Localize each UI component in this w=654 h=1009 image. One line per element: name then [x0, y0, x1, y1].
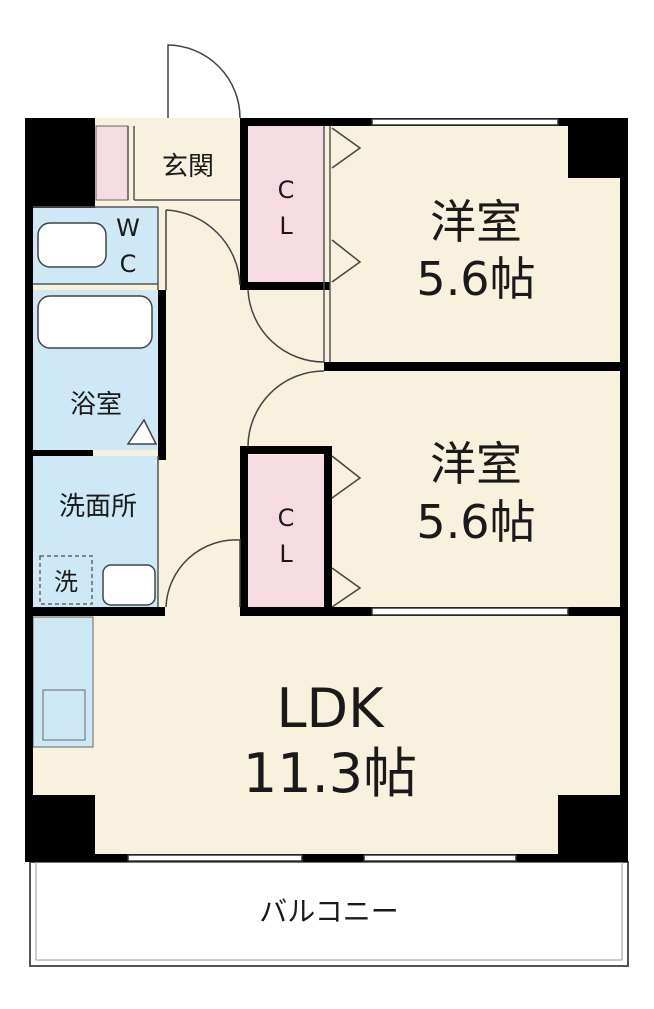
door-swings — [165, 44, 325, 608]
toilet-icon — [37, 222, 107, 268]
room-ldk-name: LDK — [276, 677, 385, 740]
closet-2-area — [248, 455, 324, 607]
closet-1-label-l: L — [279, 212, 293, 240]
bathtub-icon — [37, 295, 153, 349]
room-western-2-size: 5.6帖 — [416, 495, 535, 549]
room-western-1-size: 5.6帖 — [416, 252, 535, 306]
closet-door-marks — [331, 127, 362, 608]
walls — [25, 118, 628, 862]
wc-label-w: W — [116, 214, 140, 242]
bath-drain-icon — [126, 418, 158, 445]
balcony-area — [29, 861, 629, 967]
entrance-label: 玄関 — [162, 152, 214, 182]
wc-label-c: C — [120, 250, 137, 278]
room-western-1-name: 洋室 — [430, 195, 522, 249]
closet-2-label-c: C — [278, 504, 295, 532]
washroom-label: 洗面所 — [59, 492, 137, 522]
closet-2-label-l: L — [279, 540, 293, 568]
entrance-genkan — [95, 125, 129, 201]
room-ldk-size: 11.3帖 — [243, 742, 417, 805]
bath-label: 浴室 — [70, 390, 122, 420]
washbasin-icon — [102, 564, 156, 606]
closet-1-area — [248, 126, 324, 282]
balcony-label: バルコニー — [259, 895, 398, 928]
thin-partitions — [33, 126, 331, 607]
washer-space-icon — [39, 555, 93, 605]
windows — [127, 118, 569, 862]
closet-1-label-c: C — [278, 176, 295, 204]
kitchen-counter — [32, 616, 94, 748]
kitchen-sink — [42, 689, 86, 741]
room-western-2-name: 洋室 — [430, 437, 522, 491]
washer-label: 洗 — [54, 568, 78, 596]
